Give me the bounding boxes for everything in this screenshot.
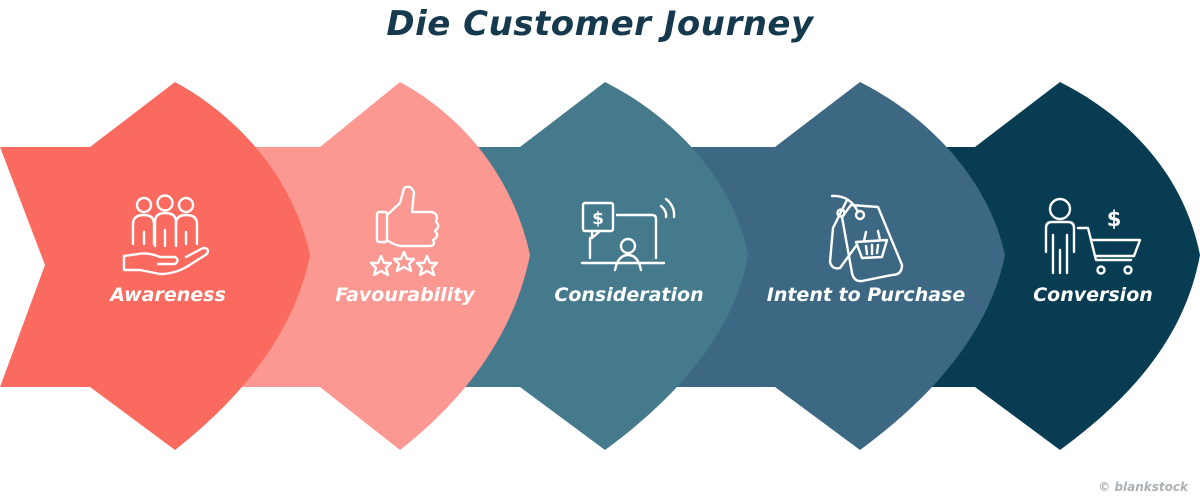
arrow-stage-2 xyxy=(230,82,530,450)
laptop-dollar-icon: $ xyxy=(580,197,676,272)
arrow-stage-4 xyxy=(670,82,1005,450)
stage-label-intent: Intent to Purchase xyxy=(766,284,966,306)
thumbs-up-stars-icon xyxy=(369,185,440,277)
arrow-stage-3 xyxy=(450,82,748,450)
diagram-title: Die Customer Journey xyxy=(386,4,814,44)
stage-label-consideration: Consideration xyxy=(554,284,704,306)
price-tag-basket-icon xyxy=(828,194,904,283)
stage-label-favourability: Favourability xyxy=(335,284,475,306)
person-cart-icon: $ xyxy=(1044,197,1142,275)
stage-label-conversion: Conversion xyxy=(1033,284,1153,306)
svg-text:$: $ xyxy=(1107,207,1122,231)
credit-text: © blankstock xyxy=(1098,480,1188,494)
arrow-stage-1 xyxy=(0,82,310,450)
svg-text:$: $ xyxy=(592,209,604,229)
people-on-hand-icon xyxy=(122,194,210,276)
stage-label-awareness: Awareness xyxy=(110,284,226,306)
